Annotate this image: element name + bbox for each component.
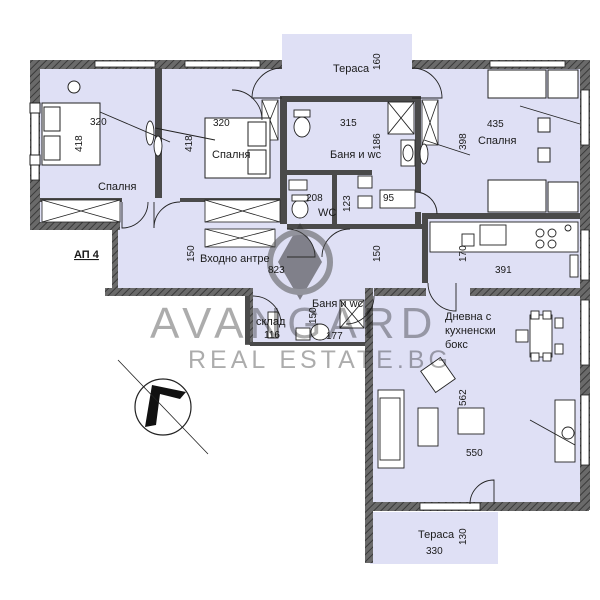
label-bedroom-left: Спалня (98, 181, 137, 193)
watermark-logo (267, 223, 333, 300)
wardrobes (41, 99, 439, 248)
dining-table (529, 314, 553, 358)
floor-terrace-top (282, 34, 412, 58)
label-living-3: бокс (445, 339, 468, 351)
stair-stubs (357, 175, 416, 209)
dim-418-mid: 418 (184, 135, 195, 152)
dim-823: 823 (268, 265, 285, 276)
dim-435: 435 (487, 119, 504, 130)
dim-177: 177 (326, 331, 343, 342)
living-furniture (377, 310, 576, 469)
compass-icon (117, 359, 209, 455)
coffee-table (417, 407, 439, 447)
dim-170: 170 (458, 245, 469, 262)
floor-main (40, 55, 588, 510)
label-wc: WC (318, 207, 336, 219)
dim-208: 208 (306, 193, 323, 204)
dimension-labels: 320 418 320 418 160 315 186 398 435 208 … (74, 53, 512, 557)
watermark-text: AVANGARD REAL ESTATE.BG (150, 299, 452, 374)
bath-fixtures (267, 101, 416, 341)
room-labels: Спалня Спалня Спалня Тераса Баня и wc WC… (74, 63, 517, 541)
dim-130: 130 (458, 528, 469, 545)
watermark-line2: REAL ESTATE.BG (188, 346, 452, 374)
dim-320-left: 320 (90, 117, 107, 128)
label-bedroom-middle: Спалня (212, 149, 251, 161)
label-living-1: Дневна с (445, 311, 492, 323)
dim-330: 330 (426, 546, 443, 557)
dim-95: 95 (383, 193, 395, 204)
dim-150-bath: 150 (308, 307, 319, 324)
label-bathroom-top: Баня и wc (330, 149, 382, 161)
beds (29, 69, 579, 213)
dim-418-left: 418 (74, 135, 85, 152)
dim-315: 315 (340, 118, 357, 129)
dim-160: 160 (372, 53, 383, 70)
dim-116: 116 (264, 330, 280, 341)
floor-terrace-bottom (370, 512, 498, 564)
dim-150-right: 150 (372, 245, 383, 262)
ceiling-light-icon (561, 426, 575, 440)
doors (121, 67, 495, 505)
plant-icon (67, 80, 81, 94)
label-hallway: Входно антре (200, 253, 270, 265)
armchair (420, 356, 456, 394)
sink-wc (288, 179, 308, 191)
bed-right-top (487, 69, 547, 99)
dim-123: 123 (342, 195, 353, 212)
windows (30, 60, 590, 511)
dim-550: 550 (466, 448, 483, 459)
label-terrace-top: Тераса (333, 63, 370, 75)
ceiling-fixtures (99, 105, 581, 165)
dim-320-mid: 320 (213, 118, 230, 129)
apartment-label: АП 4 (74, 249, 100, 261)
dim-186: 186 (372, 133, 383, 150)
dim-150-left: 150 (186, 245, 197, 262)
label-living-2: кухненски (445, 325, 496, 337)
bed-right-bottom (487, 179, 547, 213)
label-storage: склад (256, 316, 286, 328)
label-bathroom-bottom: Баня и wc (312, 298, 364, 310)
dim-562: 562 (458, 389, 469, 406)
label-bedroom-right: Спалня (478, 135, 517, 147)
label-terrace-bottom: Тераса (418, 529, 455, 541)
watermark-line1: AVANGARD (150, 299, 438, 348)
kitchen (429, 221, 579, 278)
dim-391: 391 (495, 265, 512, 276)
toilet-bottom (310, 323, 330, 341)
toilet-top (293, 116, 311, 138)
dim-398: 398 (458, 133, 469, 150)
